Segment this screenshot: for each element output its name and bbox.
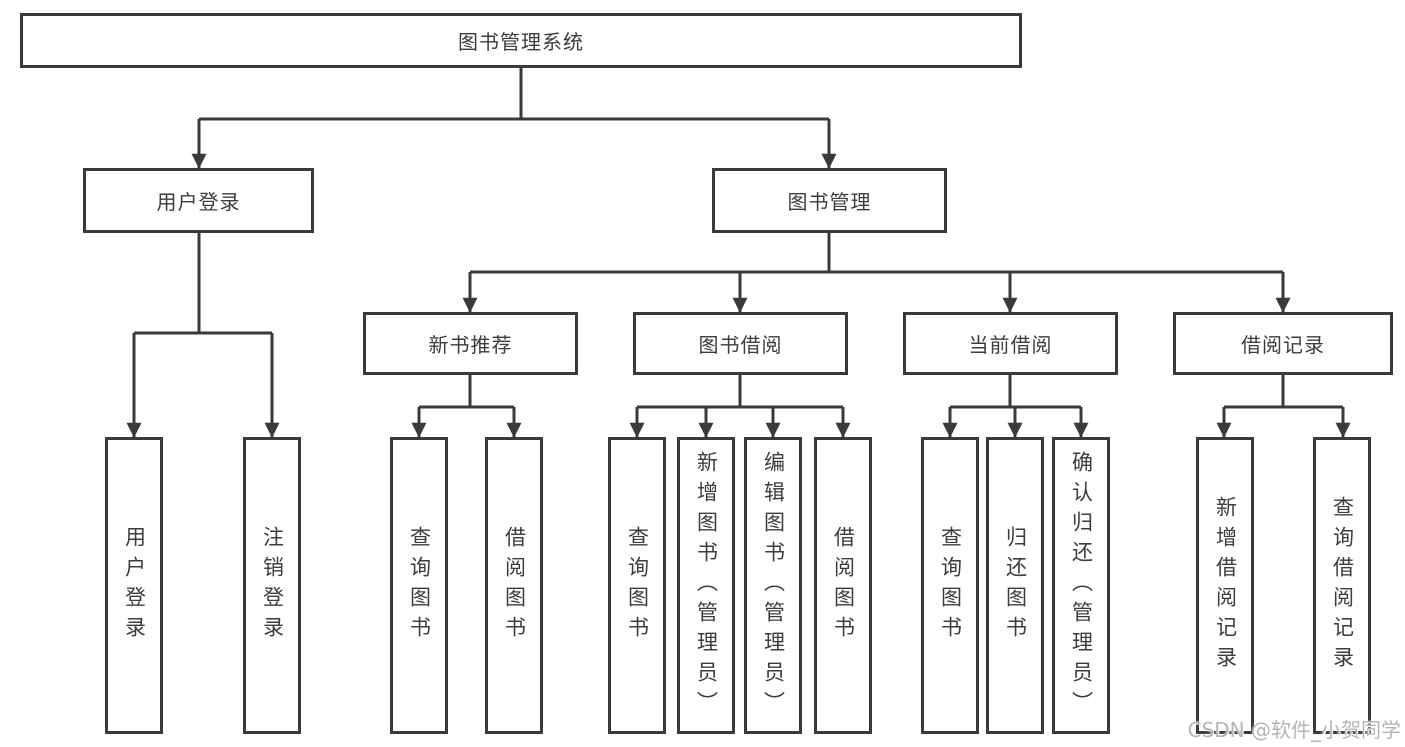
node-current-borrowing-label: 当前借阅 <box>968 333 1053 357</box>
leaf-borrow-books-borrow-label: 借阅图书 <box>831 525 856 646</box>
connector-user-login-children <box>126 233 280 438</box>
node-book-borrowing: 图书借阅 <box>633 312 848 375</box>
node-user-login: 用户登录 <box>83 168 314 233</box>
leaf-borrow-books-newbook: 借阅图书 <box>485 437 543 734</box>
node-book-management-label: 图书管理 <box>787 190 872 214</box>
node-book-borrowing-label: 图书借阅 <box>698 333 783 357</box>
leaf-query-books-newbook: 查询图书 <box>390 437 448 734</box>
leaf-logout-login-label: 注销登录 <box>260 525 285 646</box>
node-borrowing-records-label: 借阅记录 <box>1241 333 1325 357</box>
leaf-add-books-admin: 新增图书（管理员） <box>677 437 735 734</box>
node-library-system: 图书管理系统 <box>20 13 1022 68</box>
leaf-confirm-return-admin-label: 确认归还（管理员） <box>1069 450 1094 721</box>
node-library-system-label: 图书管理系统 <box>458 30 584 54</box>
connector-current-borrow-children <box>942 375 1089 438</box>
leaf-query-books-current-label: 查询图书 <box>938 525 963 646</box>
leaf-return-books: 归还图书 <box>986 437 1044 734</box>
node-current-borrowing: 当前借阅 <box>903 312 1118 375</box>
leaf-query-borrow-record: 查询借阅记录 <box>1313 437 1371 734</box>
leaf-user-login: 用户登录 <box>105 437 163 734</box>
leaf-edit-books-admin: 编辑图书（管理员） <box>744 437 802 734</box>
node-book-management: 图书管理 <box>712 168 947 233</box>
leaf-add-borrow-record: 新增借阅记录 <box>1196 437 1254 734</box>
leaf-confirm-return-admin: 确认归还（管理员） <box>1052 437 1110 734</box>
node-borrowing-records: 借阅记录 <box>1173 312 1393 375</box>
leaf-query-borrow-record-label: 查询借阅记录 <box>1330 495 1355 676</box>
leaf-add-borrow-record-label: 新增借阅记录 <box>1213 495 1238 676</box>
leaf-edit-books-admin-label: 编辑图书（管理员） <box>761 450 786 721</box>
connector-new-book-children <box>411 375 522 438</box>
node-user-login-label: 用户登录 <box>156 190 241 214</box>
connector-root-to-level2 <box>191 68 837 169</box>
node-new-book-recommend-label: 新书推荐 <box>428 333 513 357</box>
connector-book-management-to-level3 <box>462 233 1291 313</box>
leaf-return-books-label: 归还图书 <box>1003 525 1028 646</box>
leaf-query-books-borrow-label: 查询图书 <box>625 525 650 646</box>
leaf-add-books-admin-label: 新增图书（管理员） <box>694 450 719 721</box>
connector-borrow-records-children <box>1216 375 1351 438</box>
node-new-book-recommend: 新书推荐 <box>363 312 578 375</box>
leaf-user-login-label: 用户登录 <box>122 525 147 646</box>
leaf-borrow-books-newbook-label: 借阅图书 <box>502 525 527 646</box>
leaf-borrow-books-borrow: 借阅图书 <box>814 437 872 734</box>
leaf-query-books-borrow: 查询图书 <box>608 437 666 734</box>
csdn-watermark: CSDN @软件_小贺同学 <box>1187 718 1401 742</box>
leaf-query-books-newbook-label: 查询图书 <box>407 525 432 646</box>
leaf-query-books-current: 查询图书 <box>921 437 979 734</box>
leaf-logout-login: 注销登录 <box>243 437 301 734</box>
connector-book-borrow-children <box>629 375 851 438</box>
